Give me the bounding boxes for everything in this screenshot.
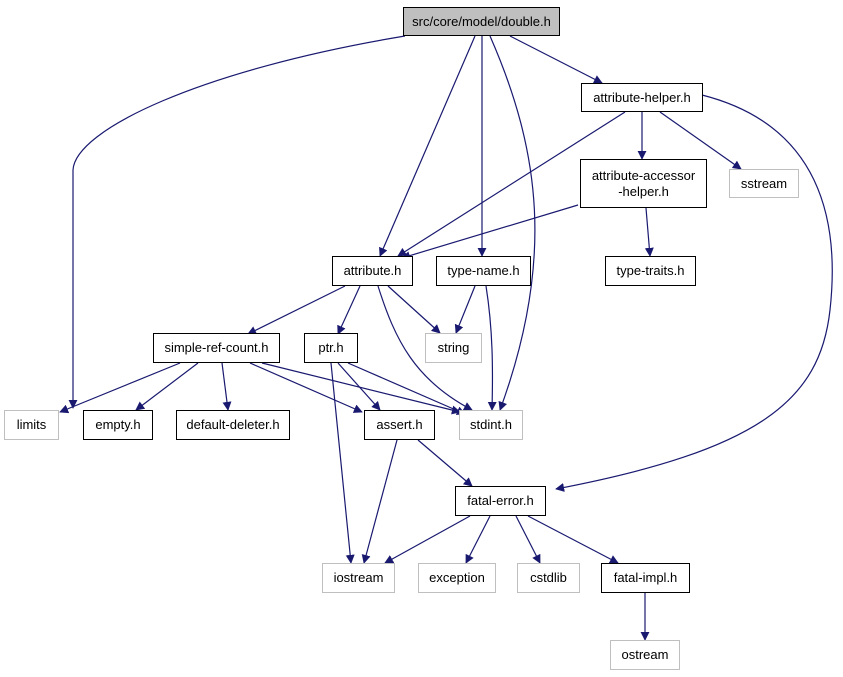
edge-ptr-to-stdint: [347, 362, 466, 415]
edge-double-to-stdint: [489, 35, 536, 411]
edge-assert-to-fatal-error: [417, 439, 473, 487]
edge-fatal-error-to-cstdlib: [515, 515, 541, 564]
node-string: string: [425, 333, 482, 363]
node-attribute-accessor-helper-line2: -helper.h: [618, 183, 669, 199]
edge-fatal-error-to-exception: [465, 515, 491, 564]
edge-src-to-assert: [249, 362, 363, 413]
edge-double-to-attribute-helper: [509, 35, 603, 84]
edge-helper-to-sstream: [659, 111, 742, 170]
edge-src-to-default-deleter: [221, 362, 232, 411]
node-attribute-h[interactable]: attribute.h: [332, 256, 413, 286]
node-ptr-h[interactable]: ptr.h: [304, 333, 358, 363]
node-simple-ref-count-h[interactable]: simple-ref-count.h: [153, 333, 280, 363]
node-cstdlib: cstdlib: [517, 563, 580, 593]
edge-helper-to-attribute: [397, 111, 626, 257]
edge-fatal-error-to-fatal-impl: [527, 515, 619, 564]
edge-ptr-to-assert: [337, 362, 381, 411]
edge-attribute-to-string: [387, 285, 441, 334]
edge-accessor-to-attribute: [401, 204, 579, 260]
edge-double-to-attribute: [379, 35, 476, 257]
node-stdint-h: stdint.h: [459, 410, 523, 440]
edge-src-to-limits: [59, 362, 181, 414]
node-default-deleter-h[interactable]: default-deleter.h: [176, 410, 290, 440]
node-double-h[interactable]: src/core/model/double.h: [403, 7, 560, 36]
edge-ptr-to-iostream: [330, 362, 355, 564]
edge-assert-to-iostream: [361, 439, 398, 564]
edge-attribute-to-stdint: [377, 285, 473, 411]
node-empty-h[interactable]: empty.h: [83, 410, 153, 440]
node-attribute-helper-h[interactable]: attribute-helper.h: [581, 83, 703, 112]
edge-helper-to-fatal-error: [555, 94, 833, 492]
node-type-traits-h[interactable]: type-traits.h: [605, 256, 696, 286]
edge-accessor-to-type-traits: [644, 207, 654, 257]
node-fatal-impl-h[interactable]: fatal-impl.h: [601, 563, 690, 593]
edge-type-name-to-stdint: [485, 285, 497, 411]
node-limits: limits: [4, 410, 59, 440]
node-exception: exception: [418, 563, 496, 593]
edge-double-to-limits: [68, 35, 406, 409]
edge-fatal-error-to-iostream: [384, 515, 471, 564]
node-ostream: ostream: [610, 640, 680, 670]
edge-attribute-to-ptr: [337, 285, 361, 335]
node-attribute-accessor-helper-h[interactable]: attribute-accessor -helper.h: [580, 159, 707, 208]
edge-src-to-empty: [135, 362, 199, 411]
node-assert-h[interactable]: assert.h: [364, 410, 435, 440]
edge-type-name-to-string: [454, 285, 476, 334]
node-attribute-accessor-helper-line1: attribute-accessor: [591, 167, 696, 183]
edge-src-to-stdint: [261, 362, 461, 415]
edge-attribute-to-simple-ref-count: [247, 285, 346, 335]
node-fatal-error-h[interactable]: fatal-error.h: [455, 486, 546, 516]
node-iostream: iostream: [322, 563, 395, 593]
node-type-name-h[interactable]: type-name.h: [436, 256, 531, 286]
node-sstream: sstream: [729, 169, 799, 198]
